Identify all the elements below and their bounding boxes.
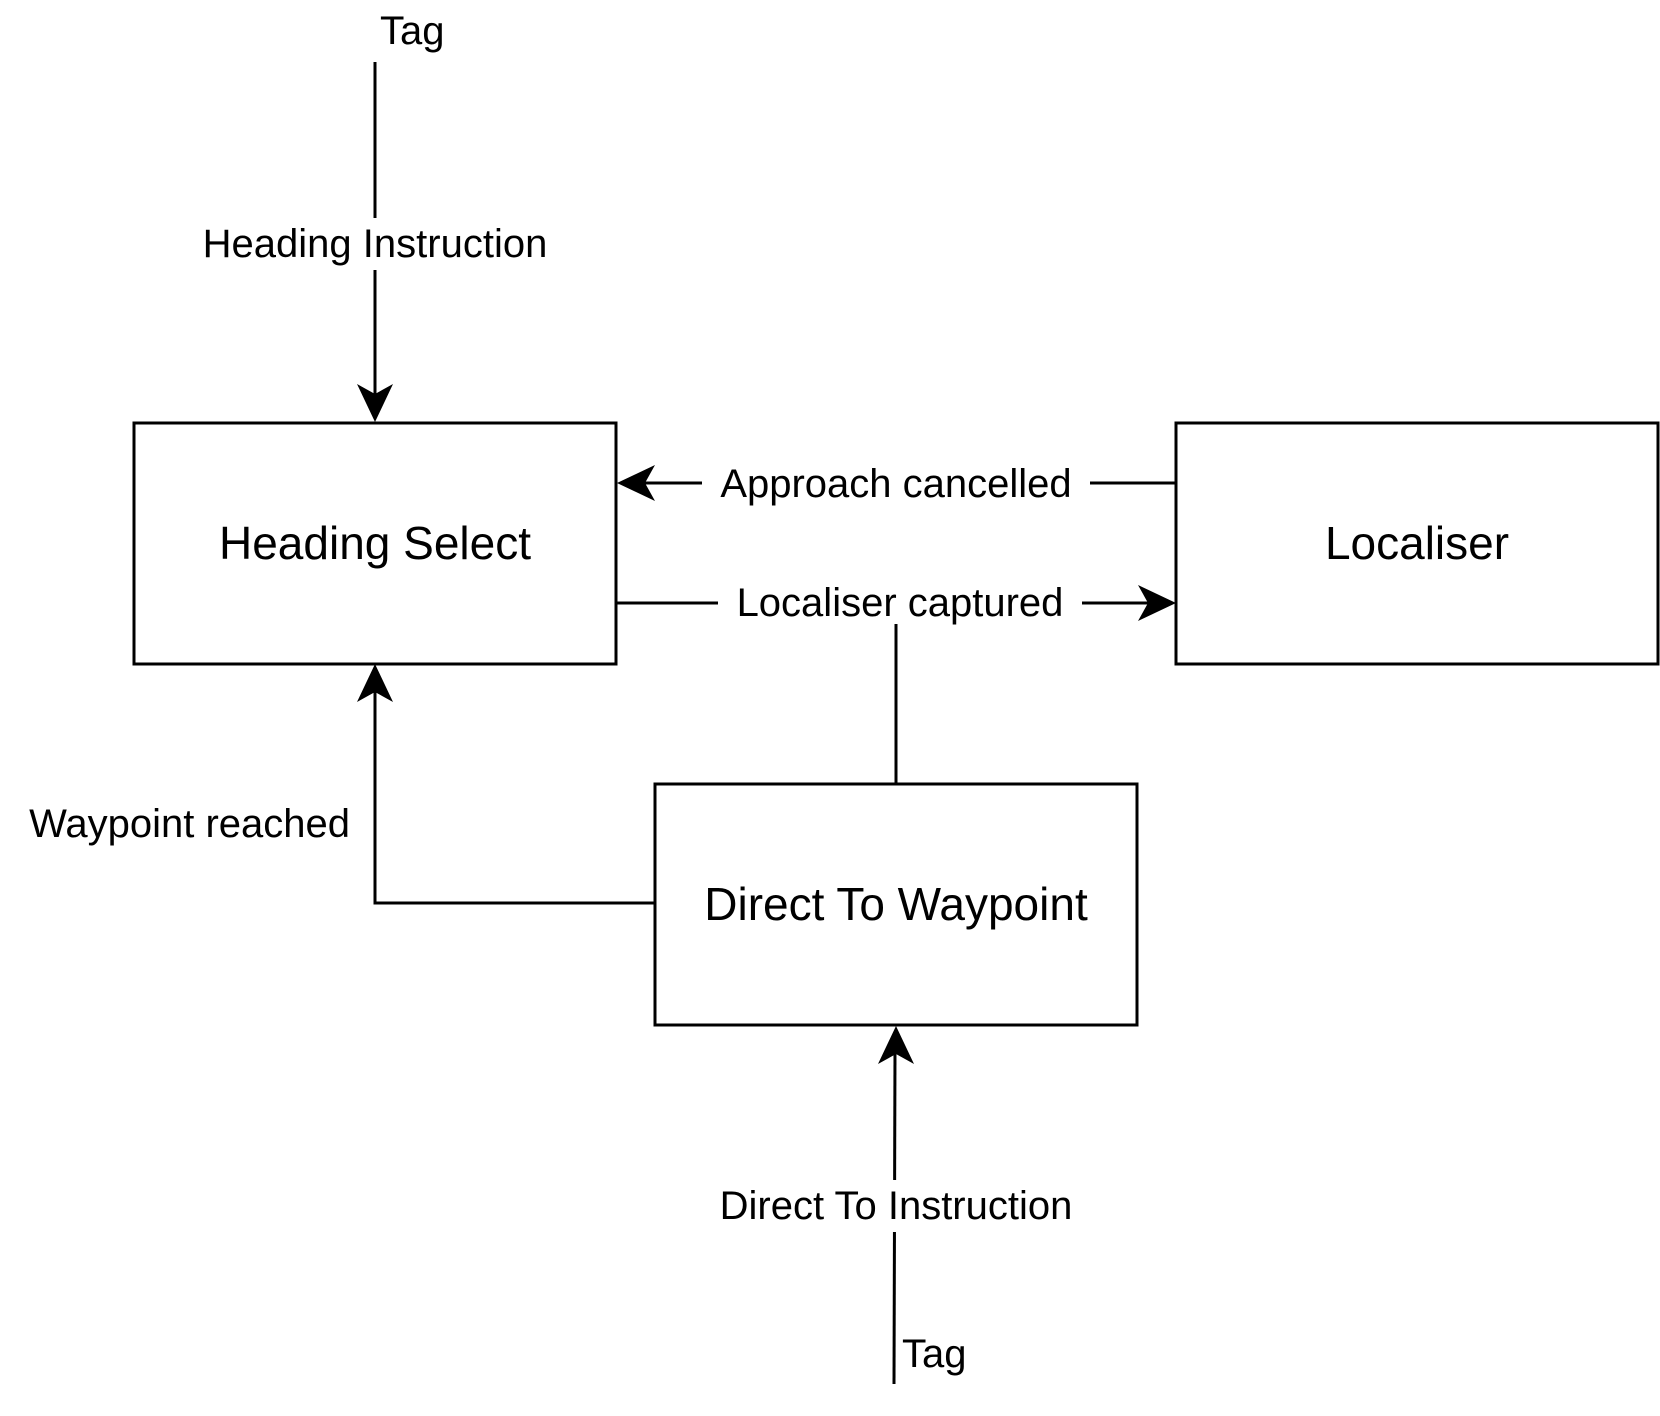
- arrowhead-up-icon: [878, 1026, 914, 1064]
- edge-label-localiser-captured: Localiser captured: [737, 581, 1064, 625]
- edge-label-direct-to-instruction: Direct To Instruction: [720, 1184, 1073, 1228]
- node-localiser-label: Localiser: [1325, 517, 1509, 569]
- arrowhead-up-icon: [357, 664, 393, 702]
- edge-label-direct-to-instruction-group: Direct To Instruction: [702, 1180, 1090, 1232]
- edge-label-localiser-captured-group: Localiser captured: [718, 578, 1082, 625]
- tag-bottom-label: Tag: [902, 1332, 967, 1376]
- node-direct-to-waypoint[interactable]: Direct To Waypoint: [653, 782, 1139, 1027]
- node-heading-select[interactable]: Heading Select: [132, 421, 618, 666]
- edge-label-heading-instruction: Heading Instruction: [203, 222, 548, 266]
- edge-label-heading-instruction-group: Heading Instruction: [186, 218, 564, 270]
- edge-label-bg: [186, 218, 564, 270]
- edge-waypoint-reached: [357, 664, 655, 905]
- edge-label-bg: [702, 1180, 1090, 1232]
- node-heading-select-box: [132, 421, 618, 666]
- node-heading-select-label: Heading Select: [219, 517, 531, 569]
- node-localiser-box: [1174, 421, 1660, 666]
- node-direct-to-waypoint-box: [653, 782, 1139, 1027]
- edge-label-waypoint-reached: Waypoint reached: [29, 802, 350, 846]
- tag-top-label: Tag: [380, 9, 445, 53]
- edge-label-bg: [718, 578, 1082, 624]
- edge-label-waypoint-reached-group: Waypoint reached: [29, 802, 350, 846]
- edge-label-approach-cancelled: Approach cancelled: [720, 462, 1071, 506]
- edge-label-bg: [702, 458, 1090, 510]
- edge-label-approach-cancelled-group: Approach cancelled: [702, 458, 1090, 510]
- node-direct-to-waypoint-label: Direct To Waypoint: [704, 878, 1088, 930]
- arrowhead-left-icon: [617, 465, 655, 501]
- arrowhead-down-icon: [357, 384, 393, 422]
- arrowhead-right-icon: [1138, 585, 1176, 621]
- edge-waypoint-reached-line: [373, 688, 655, 905]
- node-localiser[interactable]: Localiser: [1174, 421, 1660, 666]
